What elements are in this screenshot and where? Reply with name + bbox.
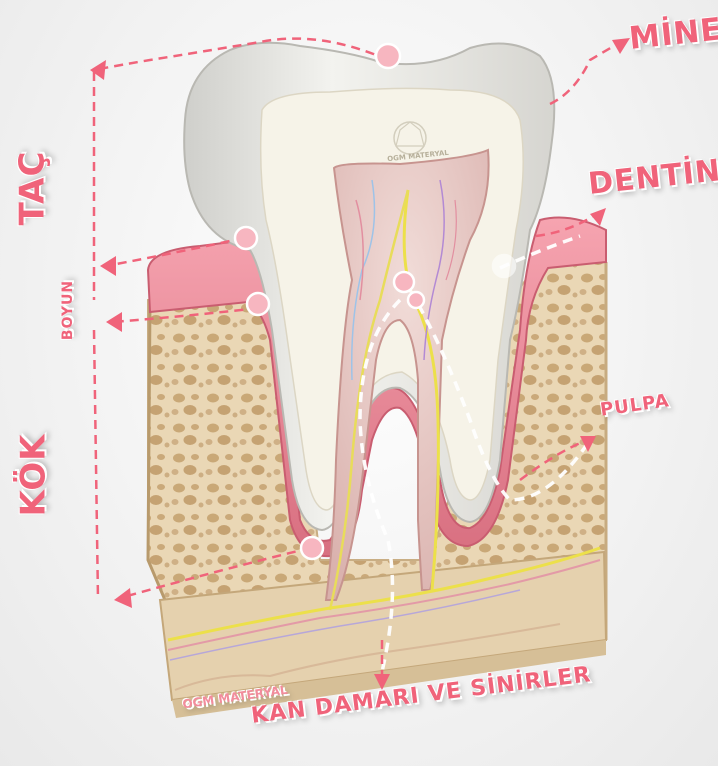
root-bracket <box>94 330 98 600</box>
label-neck: BOYUN <box>60 280 76 340</box>
mine-pointer-right <box>550 40 624 104</box>
label-crown: TAÇ <box>12 151 52 226</box>
label-root: KÖK <box>14 433 54 516</box>
